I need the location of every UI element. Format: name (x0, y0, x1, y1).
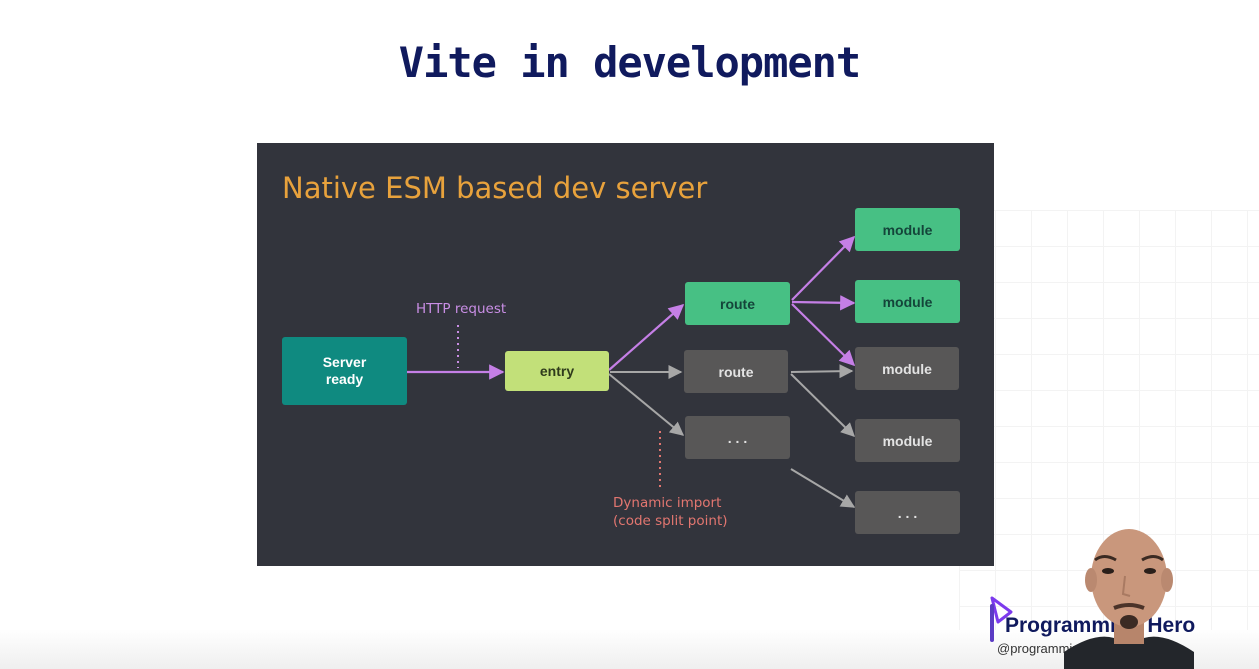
module-node-2: module (855, 280, 960, 323)
server-ready-label-line1: Server (322, 354, 367, 370)
route-node-more: . . . (685, 416, 790, 459)
module-node-1: module (855, 208, 960, 251)
arrow-entry-to-route-active (608, 303, 685, 371)
module-node-more: . . . (855, 491, 960, 534)
arrow-route-to-module-1 (791, 235, 856, 301)
arrow-route-inactive-to-module-4 (790, 373, 855, 437)
entry-node: entry (505, 351, 609, 391)
module-node-3: module (855, 347, 959, 390)
bottom-fade (0, 629, 1259, 669)
http-request-label: HTTP request (416, 301, 507, 317)
arrow-route-inactive-to-module-3 (790, 364, 854, 379)
route-node-active: route (685, 282, 790, 325)
arrow-entry-to-route-more (608, 373, 685, 436)
dynamic-import-label-line1: Dynamic import (613, 495, 722, 511)
programming-hero-logo-icon (990, 596, 1013, 642)
arrow-route-to-module-3 (791, 303, 856, 367)
slide-title: Vite in development (398, 38, 861, 87)
dynamic-import-label-line2: (code split point) (613, 513, 728, 529)
dynamic-import-label: Dynamic import (code split point) (613, 494, 728, 530)
diagram-heading: Native ESM based dev server (282, 171, 708, 205)
server-ready-node: Server ready (282, 337, 407, 405)
module-node-4: module (855, 419, 960, 462)
presenter-webcam (1064, 529, 1194, 669)
server-ready-label-line2: ready (325, 371, 364, 387)
diagram-panel: Native ESM based dev server HTTP request… (257, 143, 994, 566)
arrow-more-to-module-more (790, 468, 856, 508)
arrow-route-to-module-2 (791, 295, 856, 311)
diagram-arrows (407, 235, 856, 508)
route-node-inactive: route (684, 350, 788, 393)
